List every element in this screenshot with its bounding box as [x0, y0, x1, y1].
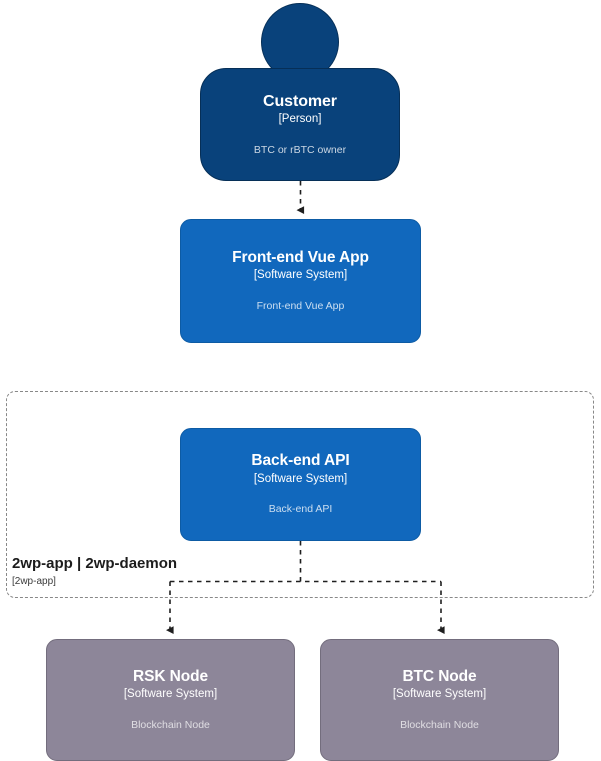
node-backend-api[interactable]: Back-end API [Software System] Back-end …	[180, 428, 421, 541]
node-frontend-type: [Software System]	[253, 269, 348, 282]
node-btc-description: Blockchain Node	[400, 718, 479, 731]
node-backend-type: [Software System]	[253, 472, 348, 485]
node-btc-type: [Software System]	[392, 688, 487, 701]
boundary-type: [2wp-app]	[12, 575, 56, 587]
boundary-name: 2wp-app | 2wp-daemon	[12, 555, 178, 572]
node-frontend-description: Front-end Vue App	[256, 299, 345, 312]
node-rsk-description: Blockchain Node	[131, 718, 210, 731]
node-customer-type: [Person]	[278, 113, 322, 126]
node-customer-title: Customer	[263, 93, 337, 111]
node-frontend-title: Front-end Vue App	[232, 248, 369, 266]
system-boundary-2wp-app	[6, 391, 594, 598]
node-btc-title: BTC Node	[402, 667, 477, 685]
node-rsk-type: [Software System]	[123, 688, 218, 701]
node-rsk-node[interactable]: RSK Node [Software System] Blockchain No…	[46, 639, 295, 761]
node-btc-node[interactable]: BTC Node [Software System] Blockchain No…	[320, 639, 559, 761]
boundary-label: 2wp-app | 2wp-daemon [2wp-app]	[12, 555, 178, 587]
node-backend-description: Back-end API	[268, 503, 333, 516]
node-rsk-title: RSK Node	[133, 667, 208, 685]
node-frontend-vue-app[interactable]: Front-end Vue App [Software System] Fron…	[180, 219, 421, 343]
node-customer-description: BTC or rBTC owner	[253, 143, 347, 156]
node-backend-title: Back-end API	[251, 452, 350, 470]
node-customer[interactable]: Customer [Person] BTC or rBTC owner	[200, 68, 400, 181]
